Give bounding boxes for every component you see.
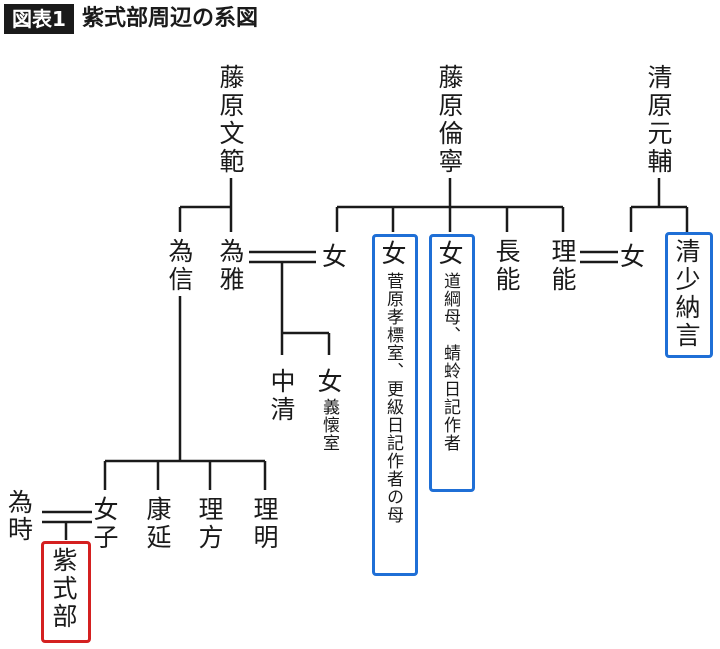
person-nagayoshi: 長能 <box>492 238 521 294</box>
highlight-box-michitsuna-mother <box>429 234 475 492</box>
highlight-box-sarashina-mother <box>372 234 418 576</box>
person-fujiwara-tomoyasu: 藤原倫寧 <box>435 64 464 176</box>
person-masaakira: 理明 <box>250 496 279 552</box>
person-fujiwara-fuminori: 藤原文範 <box>216 64 245 176</box>
person-masakata: 理方 <box>195 496 224 552</box>
person-michitsuna-mother-note: 道綱母、蜻蛉日記作者 <box>440 272 460 452</box>
person-masayoshi-wife: 女 <box>620 242 646 271</box>
figure-number-tag: 図表1 <box>4 4 74 34</box>
person-murasaki-shikibu: 紫式部 <box>49 547 78 631</box>
person-sugawara-daughter-note: 菅原孝標室、更級日記作者の母 <box>383 272 403 524</box>
person-tametoki: 為時 <box>8 488 34 544</box>
person-daughter-label: 女 <box>314 368 343 396</box>
person-tamenobu: 為信 <box>165 238 194 294</box>
person-daughter-note: 義懐室 <box>319 398 339 452</box>
person-masayoshi: 理能 <box>548 238 577 294</box>
highlight-box-sei-shonagon <box>665 232 713 358</box>
diagram-title: 紫式部周辺の系図 <box>82 6 259 31</box>
person-tamenobu-daughter: 女子 <box>90 496 119 552</box>
person-tamemasa-wife: 女 <box>322 242 348 271</box>
highlight-box-murasaki-shikibu <box>41 541 91 643</box>
person-chusei: 中清 <box>267 368 296 424</box>
person-tametoki-line1: 為時 <box>8 489 33 543</box>
person-michitsuna-mother-label: 女 <box>435 240 464 268</box>
person-sugawara-daughter-label: 女 <box>378 240 407 268</box>
person-sei-shonagon: 清少納言 <box>672 238 701 350</box>
person-tamemasa: 為雅 <box>216 238 245 294</box>
person-kiyohara-motosuke: 清原元輔 <box>644 64 673 176</box>
person-yasunobu: 康延 <box>143 496 172 552</box>
